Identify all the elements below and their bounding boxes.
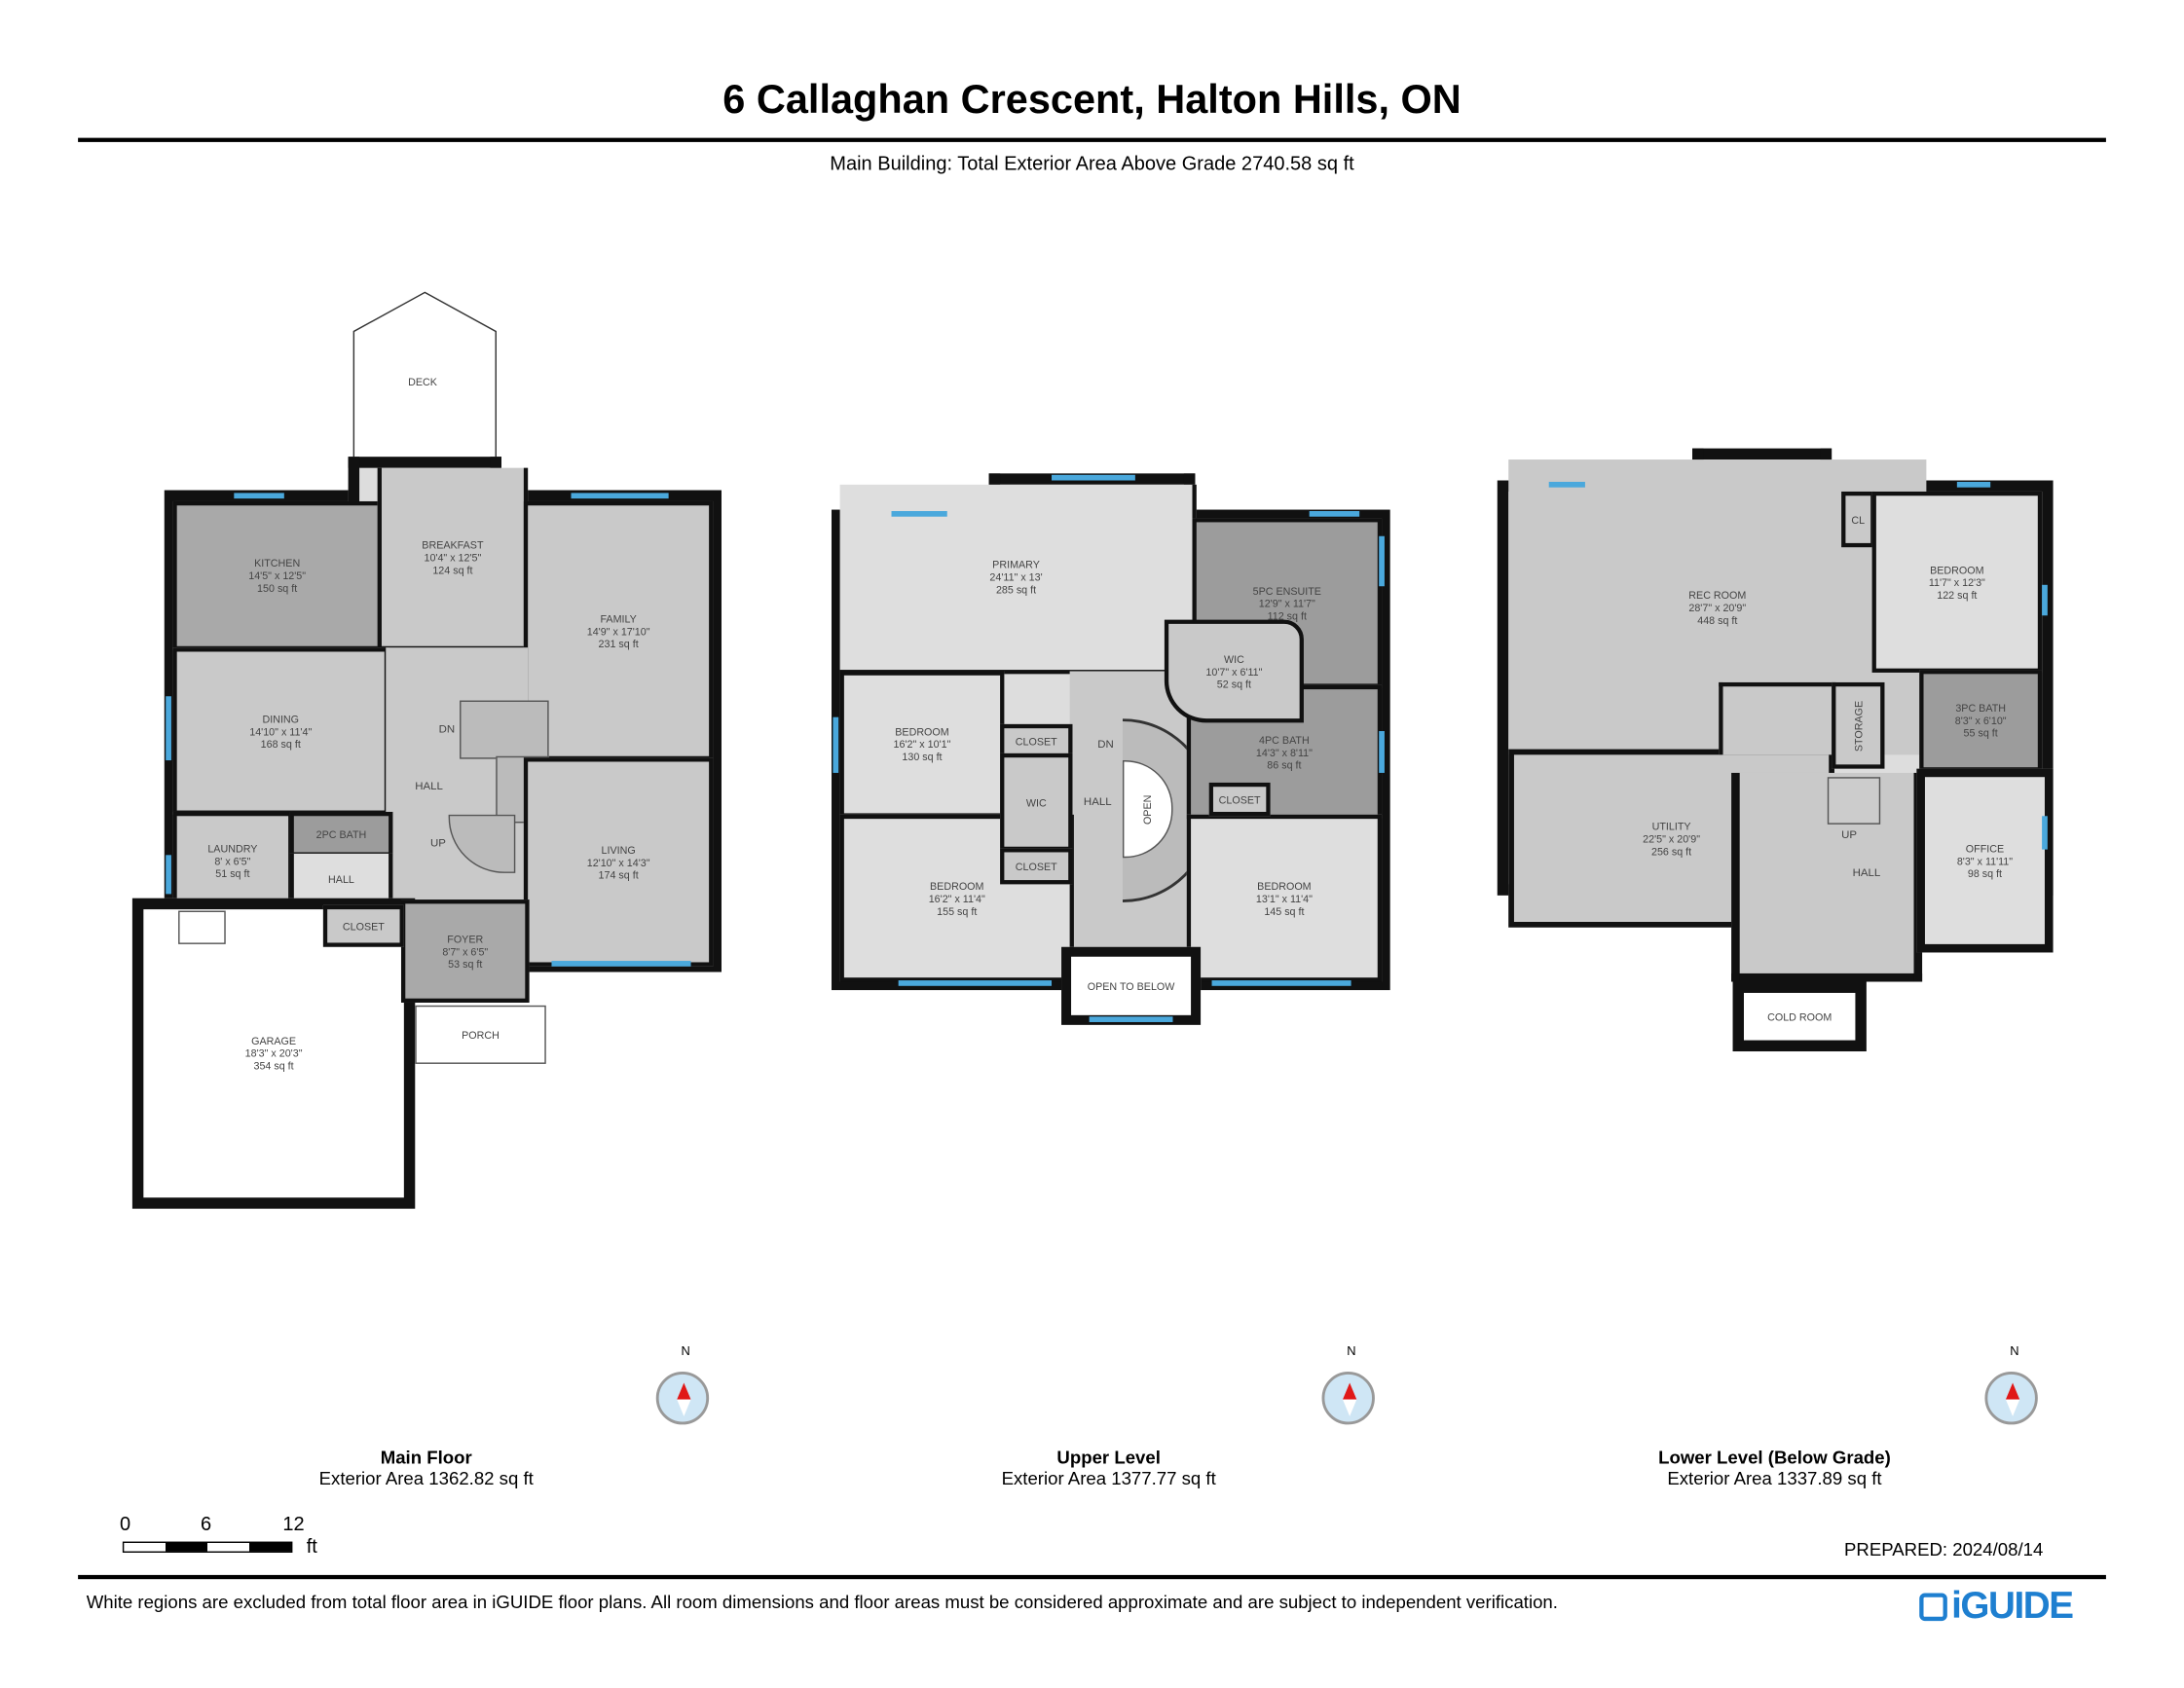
staircase-down <box>460 700 549 759</box>
hall-label: HALL <box>1852 865 1881 879</box>
window <box>1309 510 1360 517</box>
prepared-date: PREPARED: 2024/08/14 <box>1843 1538 2044 1560</box>
room-closet: CLOSET <box>322 904 404 947</box>
window <box>1379 535 1385 587</box>
window <box>166 855 171 895</box>
scale-unit: ft <box>306 1534 317 1558</box>
garage-steps <box>178 910 226 944</box>
open-to-below: OPEN TO BELOW <box>1061 946 1202 1025</box>
staircase-up <box>1827 777 1881 825</box>
scale-tick: 6 <box>200 1512 212 1535</box>
window <box>2042 584 2048 616</box>
header-divider <box>78 137 2106 142</box>
stairs-down-label: DN <box>1097 738 1114 752</box>
lower-level-label: Lower Level (Below Grade)Exterior Area 1… <box>1658 1447 1891 1489</box>
window <box>2042 816 2048 850</box>
iguide-logo: iGUIDE <box>1919 1584 2074 1628</box>
logo-text: iGUIDE <box>1951 1584 2074 1627</box>
hall-label: HALL <box>415 780 443 792</box>
window <box>551 961 691 967</box>
disclaimer: White regions are excluded from total fl… <box>86 1592 1558 1613</box>
window <box>234 493 284 499</box>
window <box>1956 481 1991 488</box>
window <box>1548 481 1585 488</box>
window <box>1052 474 1135 481</box>
page-subtitle: Main Building: Total Exterior Area Above… <box>830 151 1354 174</box>
window <box>891 510 947 517</box>
window <box>1211 980 1351 986</box>
north-compass-icon: N <box>655 1343 710 1425</box>
room-closet: CLOSET <box>1000 848 1073 885</box>
footer-divider <box>78 1574 2106 1580</box>
north-compass-icon: N <box>1321 1343 1375 1425</box>
cold-room: COLD ROOM <box>1732 981 1867 1052</box>
scale-tick: 12 <box>282 1512 305 1535</box>
scale-tick: 0 <box>120 1512 131 1535</box>
window <box>833 716 839 773</box>
iguide-logo-icon <box>1919 1592 1947 1621</box>
room-2pc-bath: 2PC BATH <box>289 811 393 857</box>
room-storage: STORAGE <box>1832 681 1885 769</box>
scale-bar-graphic <box>122 1541 293 1554</box>
room-lower-hall <box>1731 772 1923 982</box>
window <box>1379 731 1385 773</box>
page-title: 6 Callaghan Crescent, Halton Hills, ON <box>722 78 1462 123</box>
utility-extension <box>1719 681 1836 755</box>
window <box>898 980 1053 986</box>
deck-label: DECK <box>408 376 437 389</box>
hall-label: HALL <box>1083 794 1112 808</box>
porch: PORCH <box>415 1005 546 1064</box>
stairs-up-label: UP <box>430 836 446 850</box>
room-closet: CLOSET <box>1208 782 1271 817</box>
stairs-down-label: DN <box>438 722 456 736</box>
window <box>1089 1016 1173 1022</box>
north-compass-icon: N <box>1984 1343 2038 1425</box>
stairs-up-label: UP <box>1841 828 1858 842</box>
room-wic-small: WIC <box>1000 752 1073 852</box>
window <box>571 493 669 499</box>
room-closet: CL <box>1841 491 1875 548</box>
window <box>166 696 171 761</box>
